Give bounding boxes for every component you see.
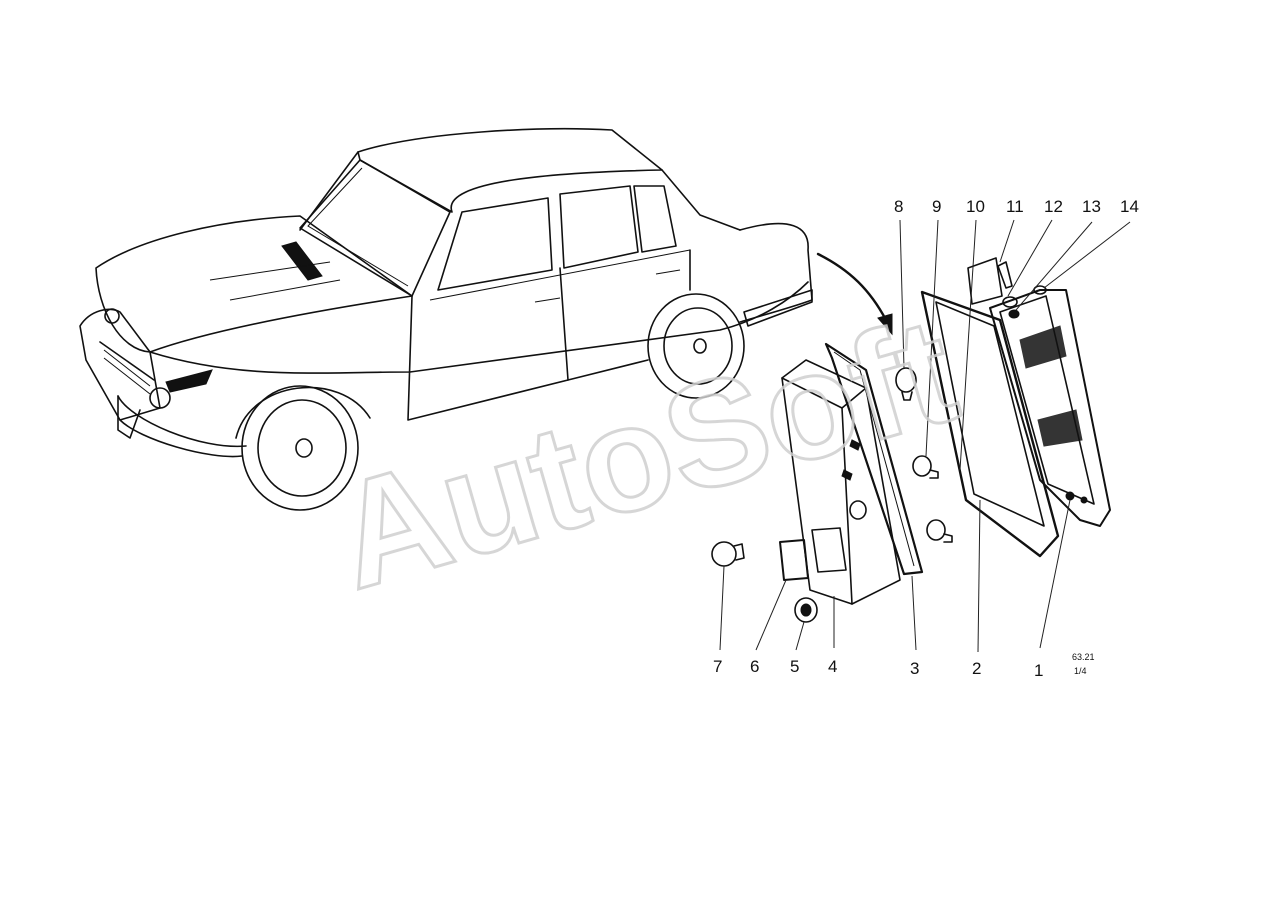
watermark: AutoSoft	[318, 285, 973, 621]
callout-5: 5	[790, 657, 799, 676]
callout-1: 1	[1034, 661, 1043, 680]
exploded-parts	[711, 257, 1111, 623]
callout-labels: 1 2 3 4 5 6 7 8 9 10 11 12 13 14 63.21 1…	[713, 197, 1139, 680]
reference-code: 63.21	[1072, 652, 1095, 662]
callout-6: 6	[750, 657, 759, 676]
callout-12: 12	[1044, 197, 1063, 216]
callout-3: 3	[910, 659, 919, 678]
callout-13: 13	[1082, 197, 1101, 216]
callout-7: 7	[713, 657, 722, 676]
callout-8: 8	[894, 197, 903, 216]
pointer-arrow	[816, 252, 893, 336]
car-illustration	[79, 128, 813, 511]
callout-4: 4	[828, 657, 837, 676]
callout-10: 10	[966, 197, 985, 216]
reference-sub: 1/4	[1074, 666, 1087, 676]
callout-2: 2	[972, 659, 981, 678]
leader-lines	[719, 219, 1131, 653]
callout-14: 14	[1120, 197, 1139, 216]
callout-9: 9	[932, 197, 941, 216]
callout-11: 11	[1006, 197, 1024, 216]
